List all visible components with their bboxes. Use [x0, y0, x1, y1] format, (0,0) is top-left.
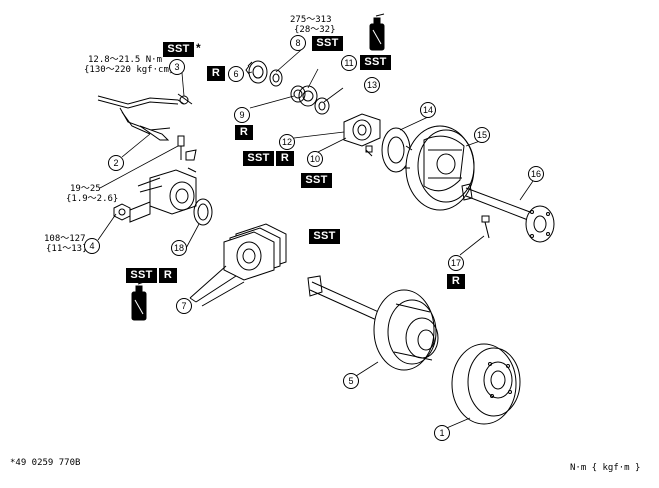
- brake-backing-plate: [404, 125, 475, 211]
- callout-7: 7: [176, 298, 192, 314]
- callout-17: 17: [448, 255, 464, 271]
- sst-tag: SST: [163, 42, 194, 57]
- callout-8: 8: [290, 35, 306, 51]
- half-shaft: [461, 183, 555, 243]
- brake-drum: [451, 343, 521, 425]
- asterisk-mark: *: [196, 41, 201, 55]
- torque-bolt-kgfm: {1.9～2.6}: [66, 194, 119, 204]
- r-tag: R: [276, 151, 294, 166]
- sst-tag: SST: [301, 173, 332, 188]
- bearing-housing: [343, 113, 381, 157]
- small-bolt-parts: [177, 135, 197, 173]
- r-tag: R: [159, 268, 177, 283]
- callout-5: 5: [343, 373, 359, 389]
- torque-top-nm: 275～313: [290, 15, 332, 25]
- torque-top-kgfm: {28～32}: [294, 25, 336, 35]
- torque-brake-line-nm: 12.8～21.5 N·m: [88, 55, 163, 65]
- torque-nut-kgfm: {11～13}: [46, 244, 88, 254]
- sealant-can-icon: [369, 13, 385, 51]
- torque-nut-nm: 108～127: [44, 234, 86, 244]
- callout-10: 10: [307, 151, 323, 167]
- brake-line: [97, 93, 193, 141]
- callout-15: 15: [474, 127, 490, 143]
- callout-14: 14: [420, 102, 436, 118]
- sst-tag: SST: [126, 268, 157, 283]
- sealant-can-icon: [131, 281, 147, 321]
- r-tag: R: [207, 66, 225, 81]
- sst-tag: SST: [309, 229, 340, 244]
- callout-6: 6: [228, 66, 244, 82]
- units-legend: N·m { kgf·m }: [570, 463, 641, 473]
- callout-3: 3: [169, 59, 185, 75]
- torque-bolt-nm: 19～25: [70, 184, 101, 194]
- r-tag: R: [447, 274, 465, 289]
- callout-16: 16: [528, 166, 544, 182]
- callout-1: 1: [434, 425, 450, 441]
- hub-bolt: [481, 215, 490, 239]
- callout-11: 11: [341, 55, 357, 71]
- sst-tag: SST: [243, 151, 274, 166]
- torque-brake-line-kgfcm: {130～220 kgf·cm}: [84, 65, 175, 75]
- leader-lines: [97, 49, 534, 431]
- callout-18: 18: [171, 240, 187, 256]
- nut: [113, 203, 131, 221]
- r-tag: R: [235, 125, 253, 140]
- housing-flange: [129, 169, 197, 223]
- bearing-parts: [245, 60, 330, 115]
- sst-tag: SST: [312, 36, 343, 51]
- callout-2: 2: [108, 155, 124, 171]
- callout-9: 9: [234, 107, 250, 123]
- callout-13: 13: [364, 77, 380, 93]
- figure-code: *49 0259 770B: [10, 458, 81, 468]
- callout-12: 12: [279, 134, 295, 150]
- callout-4: 4: [84, 238, 100, 254]
- oil-seal: [193, 198, 213, 226]
- axle-assembly: [307, 275, 439, 371]
- sst-tag: SST: [360, 55, 391, 70]
- gasket-stack: [189, 223, 287, 307]
